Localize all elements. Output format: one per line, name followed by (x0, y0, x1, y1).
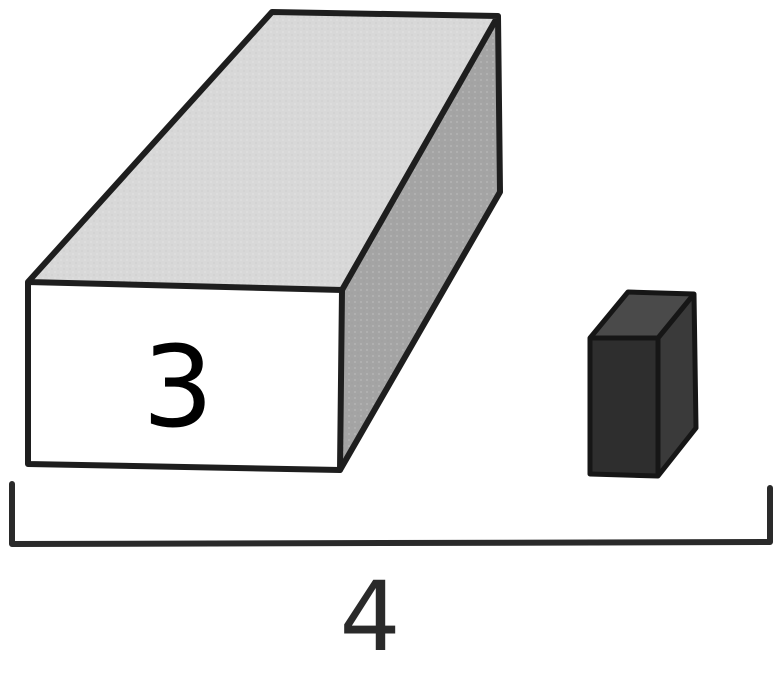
bracket-label: 4 (339, 561, 400, 673)
measurement-bracket (12, 484, 770, 544)
rectangular-box (28, 12, 500, 470)
small-cube (590, 292, 696, 476)
cube-front-face (590, 338, 658, 476)
box-label: 3 (142, 323, 213, 453)
